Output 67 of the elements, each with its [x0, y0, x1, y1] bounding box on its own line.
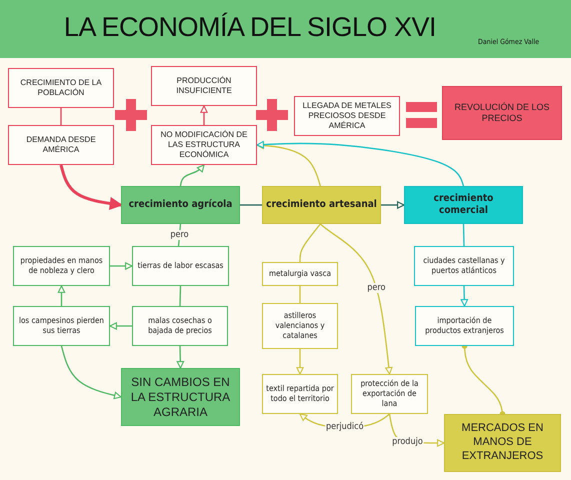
connector [299, 224, 321, 262]
edge-label: pero [169, 230, 190, 240]
concept-box [262, 262, 338, 286]
connector [296, 349, 304, 375]
concept-box [351, 374, 428, 414]
box-text: malas cosechas o bajada de precios [147, 316, 213, 336]
category-box [262, 186, 381, 224]
concept-box [13, 306, 110, 346]
concept-box [13, 246, 110, 286]
box-text: crecimiento agrícola [128, 198, 232, 212]
category-box [404, 186, 523, 224]
connector [60, 346, 122, 400]
connector [180, 164, 205, 186]
box-text: MERCADOS EN MANOS DE EXTRANJEROS [460, 422, 544, 464]
concept-box [132, 306, 228, 346]
box-text: los campesinos pierden sus tierras [18, 316, 105, 336]
connector [58, 285, 66, 306]
edge-label: pero [366, 282, 386, 293]
connector [299, 286, 301, 303]
connector [381, 201, 405, 209]
box-text: DEMANDA DESDE AMÉRICA [25, 135, 97, 155]
box-text: NO MODIFICACIÓN DE LAS ESTRUCTURA ECONÓMICA [160, 130, 248, 160]
conclusion-box [444, 414, 561, 472]
connector [109, 322, 132, 330]
conclusion-box [121, 368, 240, 426]
connector [320, 224, 393, 375]
concept-box [8, 68, 114, 108]
connector [60, 164, 122, 210]
concept-box [8, 125, 114, 165]
box-text: propiedades en manos de nobleza y clero [19, 256, 104, 276]
concept-box [415, 306, 514, 346]
box-text: astilleros valencianos y catalanes [274, 311, 326, 341]
concept-box [151, 66, 257, 106]
result-box [442, 86, 562, 140]
box-text: CRECIMIENTO DE LA POBLACIÓN [19, 78, 103, 98]
box-text: SIN CAMBIOS EN LA ESTRUCTURA AGRARIA [130, 374, 232, 420]
connector [256, 140, 464, 186]
connector [60, 108, 62, 125]
box-text: PRODUCCIÓN INSUFICIENTE [175, 76, 233, 96]
box-text: metalurgia vasca [268, 269, 332, 279]
box-text: importación de productos extranjeros [424, 316, 505, 336]
concept-box [151, 125, 257, 165]
connector [460, 286, 468, 307]
box-text: tierras de labor escasas [138, 261, 224, 271]
concept-box [294, 96, 400, 136]
connector [179, 286, 182, 306]
edge-label: perjudicó [324, 422, 365, 432]
box-text: LLEGADA DE METALES PRECIOSOS DESDE AMÉRICA [302, 101, 392, 131]
concept-box [414, 246, 514, 286]
connector [462, 224, 465, 246]
edge-label: produjo [391, 436, 424, 447]
box-text: protección de la exportación de lana [360, 379, 420, 409]
box-text: REVOLUCIÓN DE LOS PRECIOS [453, 102, 551, 124]
box-text: textil repartida por todo el territorio [266, 384, 334, 404]
box-text: crecimiento artesanal [266, 198, 377, 212]
concept-box [262, 374, 338, 414]
concept-box [132, 246, 229, 286]
box-text: crecimiento comercial [432, 192, 494, 218]
connector [256, 142, 321, 186]
connector [176, 346, 184, 369]
connector [200, 105, 208, 125]
category-box [121, 186, 240, 224]
box-text: ciudades castellanas y puertos atlánticos [422, 256, 506, 276]
concept-box [262, 303, 338, 349]
title: LA ECONOMÍA DEL SIGLO XVI [62, 12, 438, 43]
connector [240, 204, 262, 206]
connector [110, 262, 133, 270]
